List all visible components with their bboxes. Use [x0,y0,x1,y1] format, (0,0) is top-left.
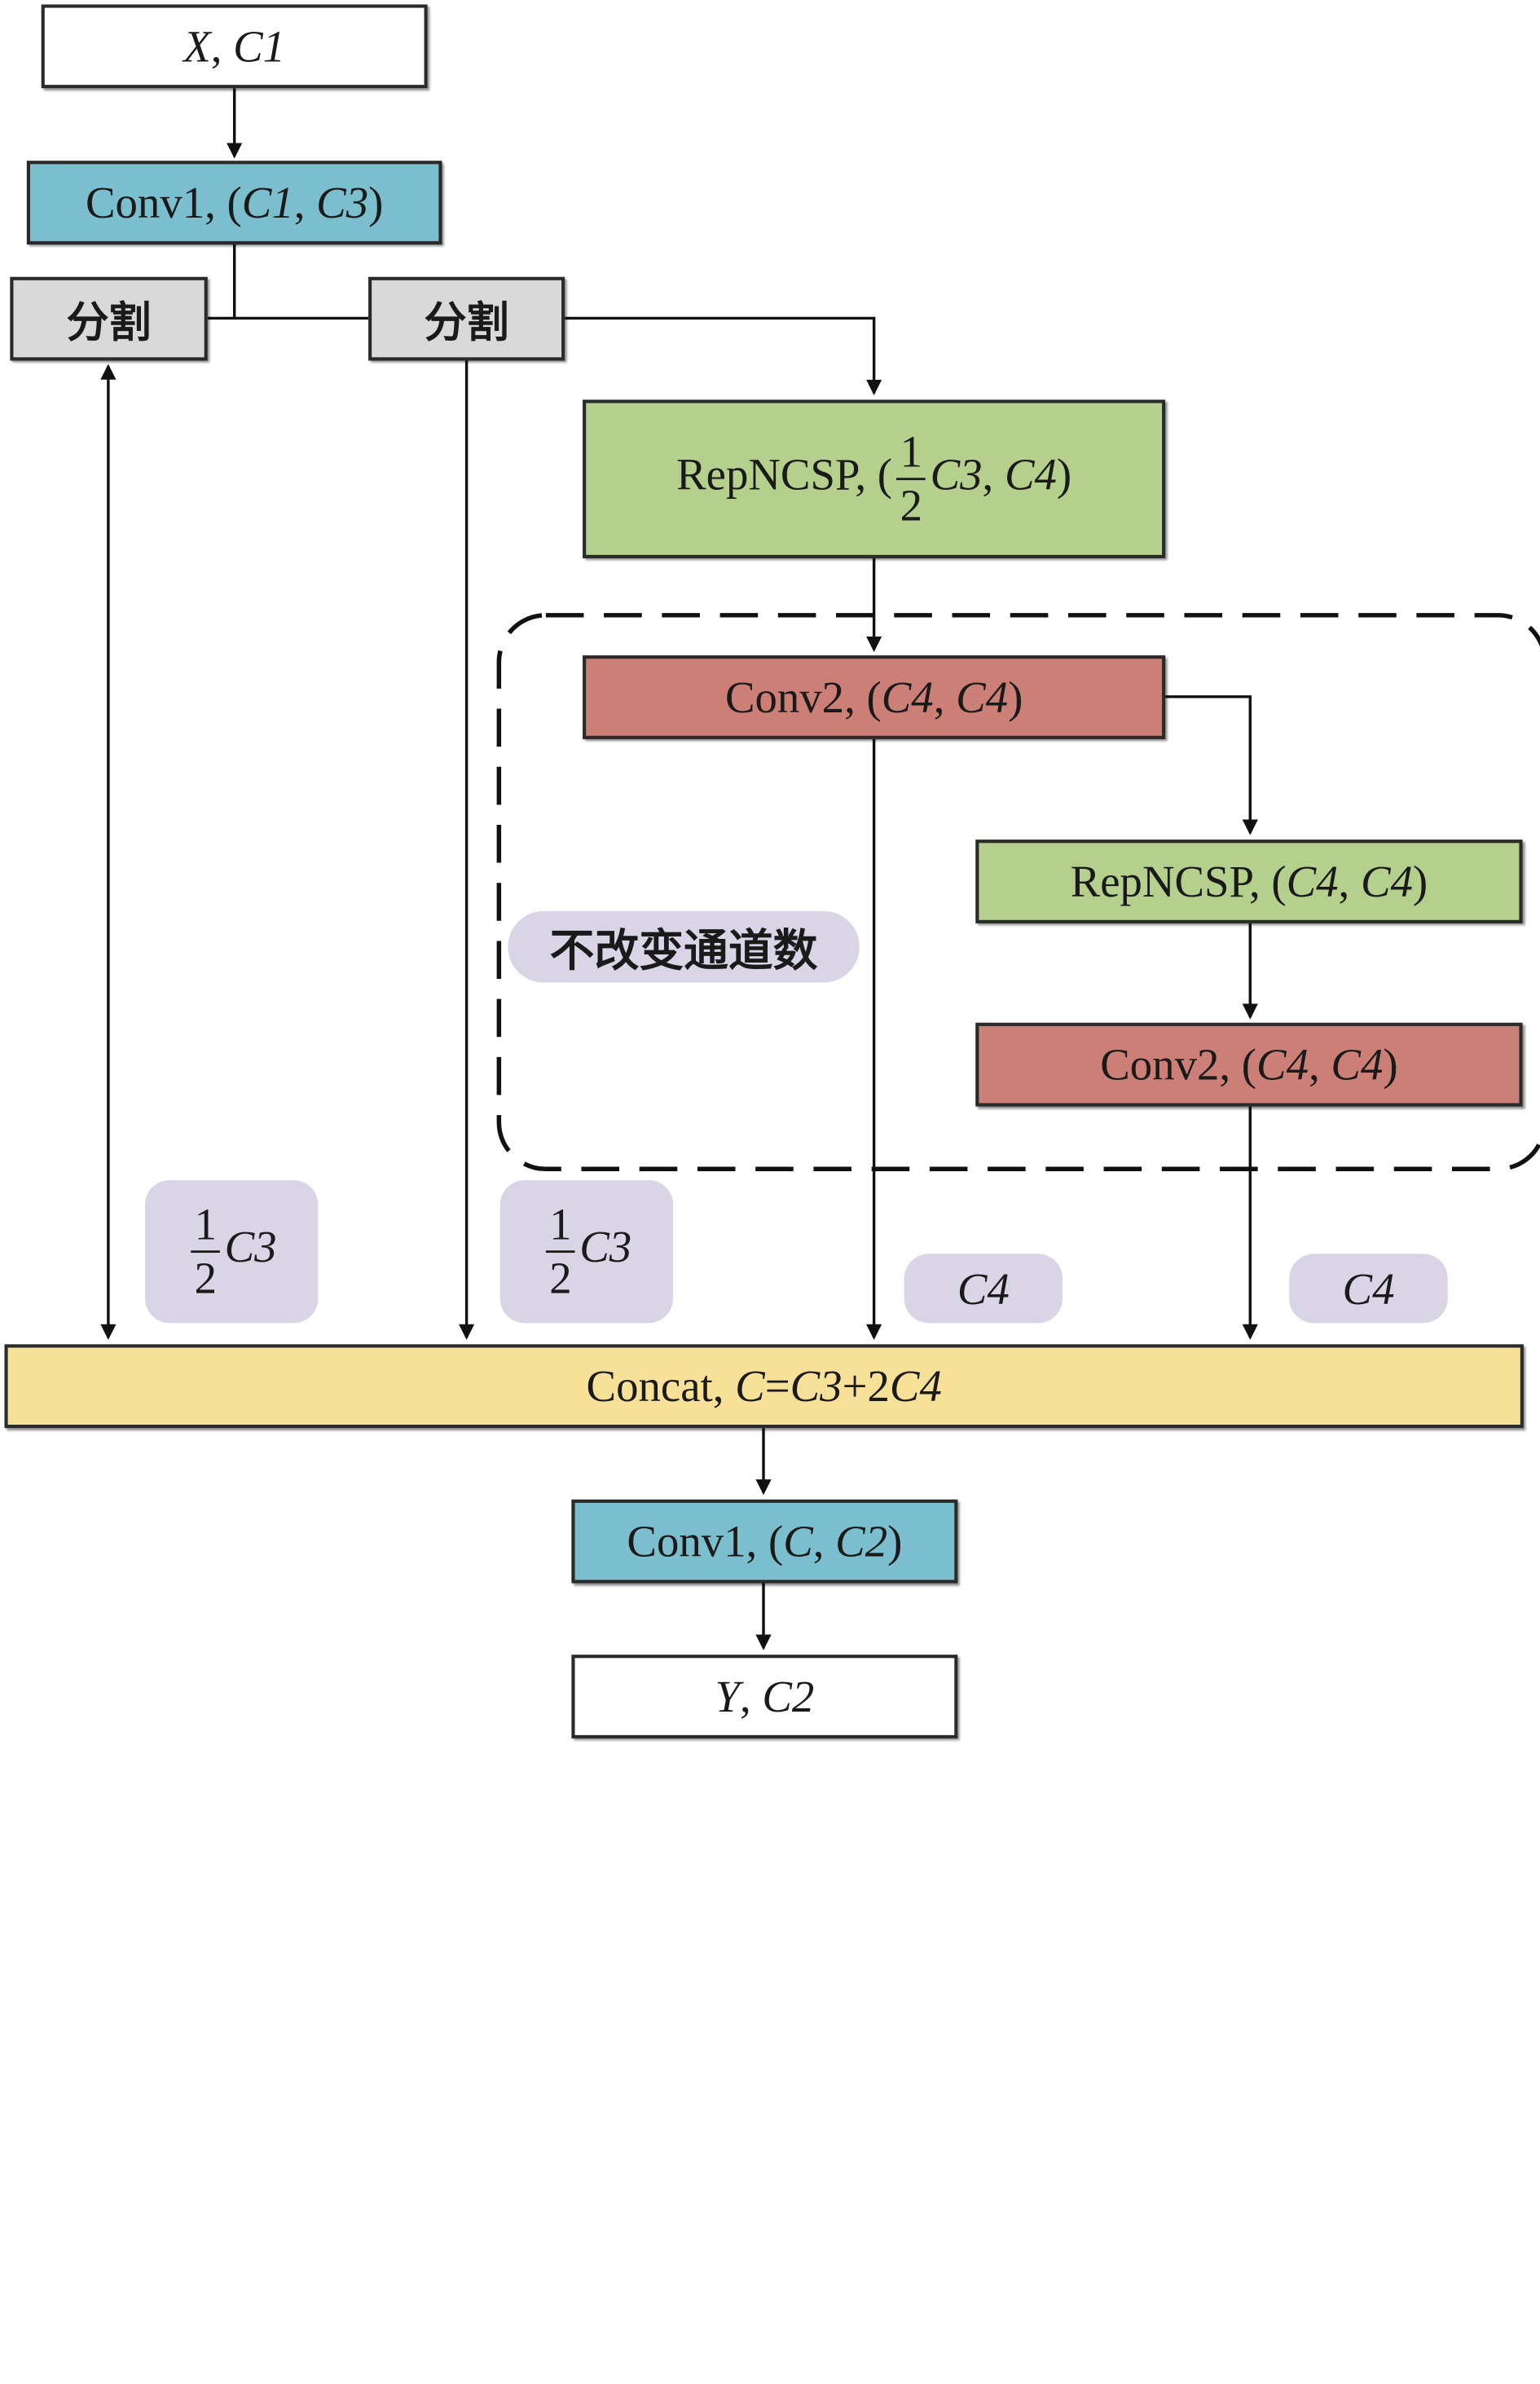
repncsp-inner-block: RepNCSP, (C4, C4) [975,839,1523,923]
c4b-text: C4 [1342,1263,1395,1314]
conv1-top-name: Conv1 [85,177,205,228]
split-right-label: 分割 [424,297,509,348]
repncsp-main-name: RepNCSP [676,448,856,500]
concat-plus: +2 [842,1360,890,1412]
output-node: Y, C2 [571,1655,958,1738]
connector-lines [100,86,1540,1650]
split-left-block: 分割 [10,276,208,361]
group-note-pill: 不改变通道数 [508,910,860,983]
half-left-var: C3 [224,1221,277,1272]
conv1-bottom-arg1: C [783,1516,813,1567]
c4a-text: C4 [957,1263,1010,1314]
conv2-a-arg1: C4 [881,672,934,723]
conv1-top-block: Conv1, (C1, C3) [26,161,442,245]
input-channel: C1 [233,21,286,72]
repncsp-inner-arg1: C4 [1286,856,1339,907]
conv2-a-block: Conv2, (C4, C4) [583,655,1166,739]
conv2-b-arg2: C4 [1331,1039,1384,1091]
dashed-group-frame [496,613,1540,1172]
concat-rhs1: C3 [790,1360,843,1412]
output-channel: C2 [762,1671,815,1722]
conv1-bottom-arg2: C2 [835,1516,888,1567]
half-right-var: C3 [579,1221,632,1272]
concat-lhs: C [735,1360,765,1412]
conv2-b-arg1: C4 [1256,1039,1309,1091]
input-node: X, C1 [41,4,428,89]
concat-name: Concat [586,1360,713,1412]
split-left-label: 分割 [66,297,152,348]
frac-num: 1 [191,1202,221,1254]
frac-num: 1 [896,430,926,481]
output-var: Y [715,1671,740,1722]
group-note-text: 不改变通道数 [549,925,818,977]
frac-den: 2 [549,1253,572,1303]
frac-den: 2 [900,480,923,531]
repncsp-inner-arg2: C4 [1360,856,1413,907]
input-var: X [183,21,211,72]
split-right-block: 分割 [368,276,565,361]
conv2-a-name: Conv2 [724,672,845,723]
frac-num: 1 [546,1202,575,1254]
conv1-bottom-block: Conv1, (C, C2) [571,1499,958,1584]
conv1-top-arg2: C3 [316,177,369,228]
repncsp-main-arg2: C4 [1004,448,1057,500]
conv2-b-block: Conv2, (C4, C4) [975,1022,1523,1107]
branch-label-c4-a: C4 [904,1254,1063,1324]
concat-block: Concat, C=C3+2C4 [4,1344,1524,1429]
conv1-top-arg1: C1 [241,177,294,228]
frac-den: 2 [194,1253,217,1303]
branch-label-c4-b: C4 [1289,1254,1448,1324]
concat-rhs2: C4 [889,1360,942,1412]
repncsp-inner-name: RepNCSP [1070,856,1249,907]
repncsp-main-arg1: C3 [930,448,983,500]
conv1-bottom-name: Conv1 [627,1516,746,1567]
conv2-b-name: Conv2 [1100,1039,1220,1091]
conv2-a-arg2: C4 [956,672,1009,723]
